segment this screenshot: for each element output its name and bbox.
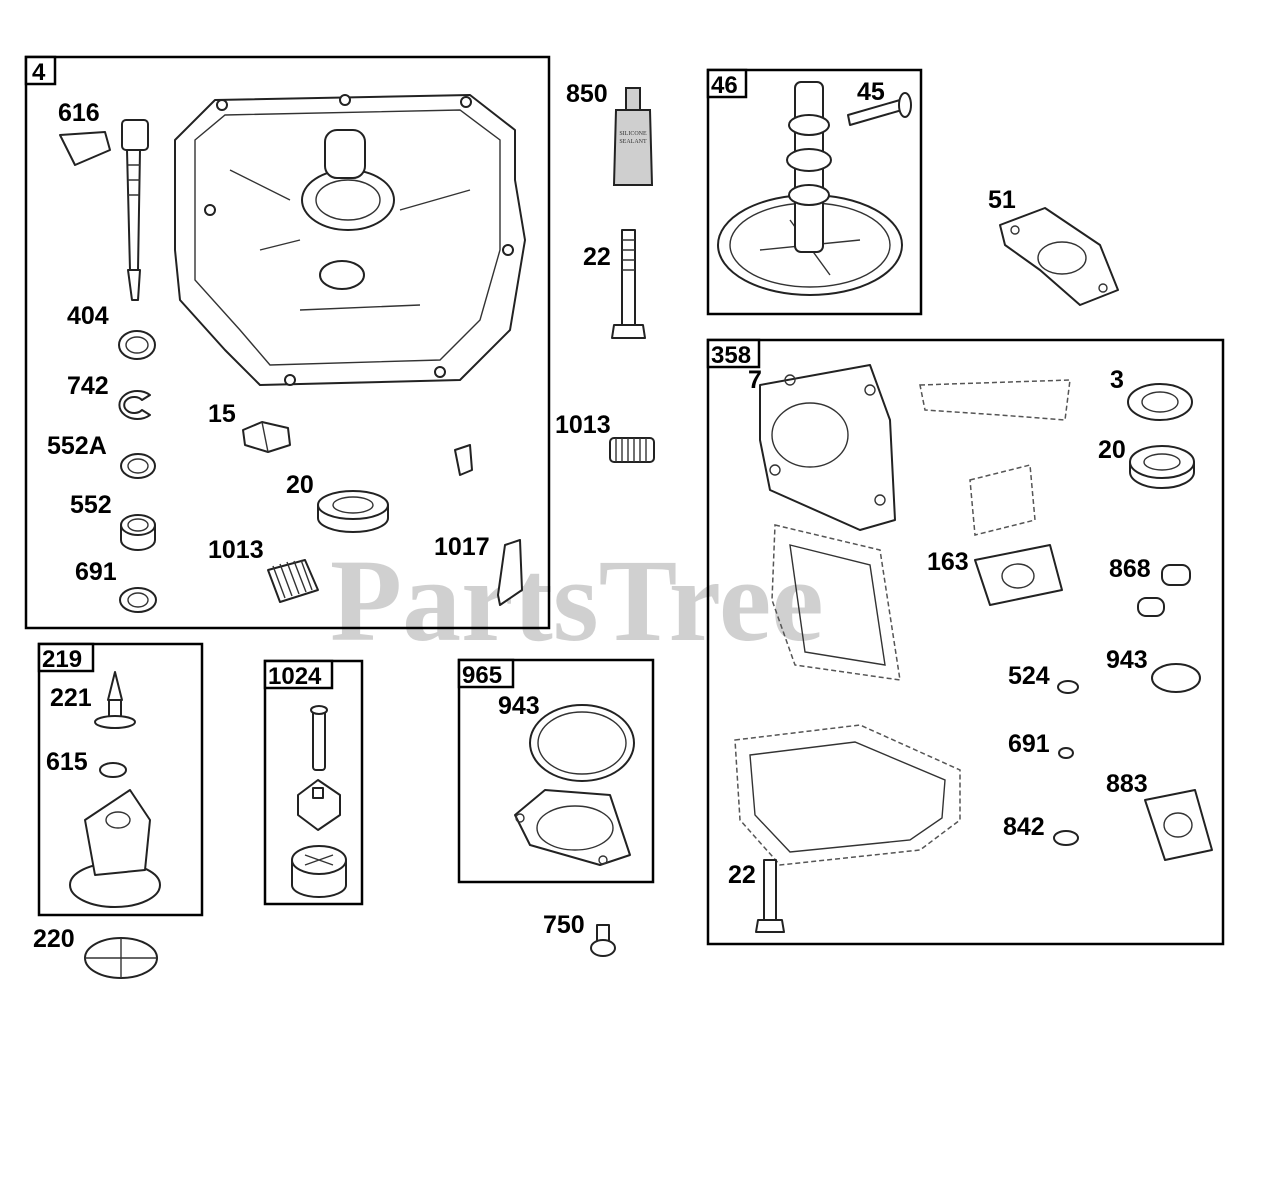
- callout-22: 22: [583, 243, 611, 271]
- camshaft-gear-icon[interactable]: [717, 81, 903, 296]
- callout-163: 163: [927, 548, 969, 576]
- governor-shaft-icon[interactable]: [59, 119, 149, 301]
- callout-220: 220: [33, 925, 75, 953]
- washer-small-icon[interactable]: [1058, 747, 1074, 759]
- callout-22-b: 22: [728, 861, 756, 889]
- tube-text-1: SILICONE: [619, 131, 647, 137]
- sealant-tube-icon[interactable]: SILICONE SEALANT: [612, 87, 654, 186]
- pump-housing-icon[interactable]: [291, 845, 347, 898]
- callout-868: 868: [1109, 555, 1151, 583]
- governor-cup-icon[interactable]: [94, 671, 136, 729]
- e-clip-icon[interactable]: [118, 390, 151, 420]
- callout-404: 404: [67, 302, 109, 330]
- screw-icon[interactable]: [590, 924, 616, 957]
- crankcase-icon[interactable]: [174, 94, 526, 386]
- tube-text-2: SEALANT: [619, 139, 647, 145]
- callout-842: 842: [1003, 813, 1045, 841]
- group-219: 219: [37, 642, 204, 917]
- callout-3: 3: [1110, 366, 1124, 394]
- governor-gear-icon[interactable]: [69, 789, 161, 908]
- callout-943: 943: [1106, 646, 1148, 674]
- head-gasket-icon[interactable]: [759, 364, 896, 531]
- callout-15: 15: [208, 400, 236, 428]
- washer-icon[interactable]: [118, 330, 156, 360]
- group-358-label[interactable]: 358: [711, 342, 751, 369]
- callout-742: 742: [67, 372, 109, 400]
- callout-45: 45: [857, 78, 885, 106]
- sump-gasket-icon[interactable]: [734, 724, 961, 866]
- seal-ring-icon[interactable]: [1127, 383, 1193, 421]
- callout-524: 524: [1008, 662, 1050, 690]
- callout-221: 221: [50, 684, 92, 712]
- seal-552-icon[interactable]: [120, 514, 156, 551]
- callout-1017: 1017: [434, 533, 490, 561]
- watermark: PartsTree: [330, 535, 824, 666]
- bolt-icon[interactable]: [611, 229, 646, 339]
- o-ring-small-icon-2[interactable]: [1053, 830, 1079, 846]
- pin-icon[interactable]: [847, 92, 912, 126]
- group-4-label[interactable]: 4: [32, 59, 46, 86]
- spring-icon-2[interactable]: [609, 437, 655, 463]
- drain-plug-icon[interactable]: [242, 421, 291, 453]
- gasket-icon[interactable]: [999, 207, 1119, 306]
- callout-7: 7: [748, 366, 762, 394]
- group-965: 965: [457, 658, 655, 884]
- callout-552: 552: [70, 491, 112, 519]
- spring-icon[interactable]: [267, 559, 319, 603]
- callout-750: 750: [543, 911, 585, 939]
- retaining-ring-icon[interactable]: [99, 762, 127, 778]
- group-358: 358: [706, 338, 1225, 946]
- group-965-label[interactable]: 965: [462, 662, 502, 689]
- intake-spacer-icon[interactable]: [1144, 789, 1213, 861]
- callout-1013: 1013: [208, 536, 264, 564]
- callout-616: 616: [58, 99, 100, 127]
- group-46-label[interactable]: 46: [711, 72, 738, 99]
- callout-1013-b: 1013: [555, 411, 611, 439]
- seal-691-icon[interactable]: [119, 587, 157, 613]
- callout-943-b: 943: [498, 692, 540, 720]
- group-1024: 1024: [263, 659, 364, 906]
- callout-20: 20: [286, 471, 314, 499]
- pump-cover-icon[interactable]: [514, 789, 631, 866]
- callout-615: 615: [46, 748, 88, 776]
- valve-cover-gasket-icon[interactable]: [919, 379, 1071, 421]
- retainer-clip-icon[interactable]: [497, 539, 523, 606]
- oil-seal-icon[interactable]: [317, 490, 389, 533]
- rocker-cover-gasket-icon[interactable]: [771, 524, 901, 681]
- oil-seal-icon-2[interactable]: [1129, 445, 1195, 489]
- o-ring-small-icon[interactable]: [1057, 680, 1079, 694]
- o-ring-icon[interactable]: [1151, 663, 1201, 693]
- fitting-icon[interactable]: [454, 444, 473, 476]
- seal-552a-icon[interactable]: [120, 453, 156, 479]
- callout-20-b: 20: [1098, 436, 1126, 464]
- group-46: 46: [706, 68, 923, 316]
- callout-691: 691: [75, 558, 117, 586]
- callout-850: 850: [566, 80, 608, 108]
- group-219-label[interactable]: 219: [42, 646, 82, 673]
- thrust-washer-icon[interactable]: [84, 937, 158, 979]
- group-4: 4: [24, 55, 551, 630]
- bolt-icon-2[interactable]: [755, 859, 785, 933]
- intake-gasket-icon[interactable]: [969, 464, 1036, 536]
- callout-552a: 552A: [47, 432, 107, 460]
- callout-691-b: 691: [1008, 730, 1050, 758]
- exhaust-gasket-icon[interactable]: [974, 544, 1063, 606]
- callout-883: 883: [1106, 770, 1148, 798]
- pump-shaft-icon[interactable]: [310, 705, 328, 771]
- pump-rotor-icon[interactable]: [297, 779, 341, 831]
- o-ring-large-icon[interactable]: [529, 704, 635, 782]
- dowel-pin-icon[interactable]: [1137, 564, 1191, 617]
- callout-51: 51: [988, 186, 1016, 214]
- group-1024-label[interactable]: 1024: [268, 663, 322, 690]
